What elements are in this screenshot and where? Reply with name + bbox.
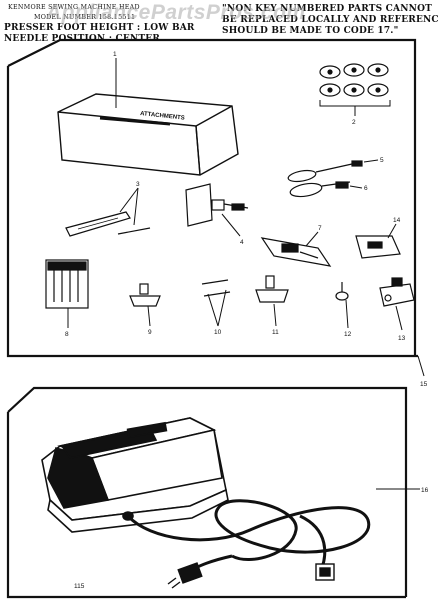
leader-4	[221, 213, 241, 237]
part-11-zipper-foot	[255, 275, 289, 303]
parts-note-line2: BE REPLACED LOCALLY AND REFERENCE	[222, 15, 438, 25]
callout-5: 5	[380, 157, 384, 164]
part-2-bobbins	[319, 63, 389, 97]
callout-115: 115	[74, 583, 85, 590]
leader-10b	[217, 289, 227, 327]
part-8-needle-pack	[45, 259, 89, 309]
callout-10: 10	[214, 329, 222, 336]
presser-foot-height: PRESSER FOOT HEIGHT : LOW BAR	[4, 23, 195, 33]
power-plug	[167, 562, 203, 589]
part-10-spool-pins	[201, 279, 231, 297]
leader-3b	[133, 187, 139, 226]
part-9-presser-foot	[129, 283, 161, 307]
leader-13	[395, 305, 403, 331]
part-4-screwdriver-guide	[185, 183, 249, 227]
foot-control-panel-frame	[6, 386, 408, 599]
part-1-accessory-box	[57, 93, 239, 176]
leader-14	[387, 223, 397, 239]
part-13-hemmer-foot	[379, 277, 415, 307]
callout-3: 3	[136, 181, 140, 188]
parts-note-line1: "NON KEY NUMBERED PARTS CANNOT	[222, 4, 433, 14]
model-number: MODEL NUMBER 158.15511	[34, 14, 136, 21]
leader-5	[363, 159, 379, 163]
callout-9: 9	[148, 329, 152, 336]
callout-11: 11	[272, 329, 279, 336]
part-16-foot-control	[41, 417, 229, 533]
leader-10a	[207, 293, 219, 327]
leader-12	[345, 299, 349, 329]
callout-7: 7	[318, 225, 322, 232]
leader-9	[147, 305, 151, 327]
leader-7	[305, 231, 319, 247]
part-12-gauge	[335, 282, 349, 301]
callout-1: 1	[113, 51, 117, 58]
leader-15	[417, 355, 425, 377]
callout-16: 16	[421, 487, 429, 494]
part-14-cover-plate	[355, 235, 401, 259]
callout-13: 13	[398, 335, 406, 342]
callout-2: 2	[352, 119, 356, 126]
model-heading: KENMORE SEWING MACHINE HEAD	[8, 4, 140, 11]
bracket-2	[319, 100, 391, 107]
leader-6	[349, 185, 363, 189]
parts-note-line3: SHOULD BE MADE TO CODE 17."	[222, 26, 399, 36]
accessory-panel-frame	[6, 38, 418, 358]
machine-connector	[315, 563, 335, 581]
part-6-screwdriver	[289, 181, 351, 198]
callout-4: 4	[240, 239, 244, 246]
leader-11	[273, 303, 277, 327]
box-label: ATTACHMENTS	[140, 111, 185, 122]
part-5-screwdriver	[287, 160, 363, 183]
leader-3a	[119, 187, 139, 213]
callout-14: 14	[393, 217, 401, 224]
part-3-seam-ripper	[65, 211, 151, 237]
callout-15: 15	[420, 381, 428, 388]
part-7-buttonhole-attachment	[260, 237, 332, 267]
watermark: AppliancePartsPros.com	[46, 1, 306, 24]
callout-8: 8	[65, 331, 69, 338]
callout-12: 12	[344, 331, 352, 338]
callout-6: 6	[364, 185, 368, 192]
